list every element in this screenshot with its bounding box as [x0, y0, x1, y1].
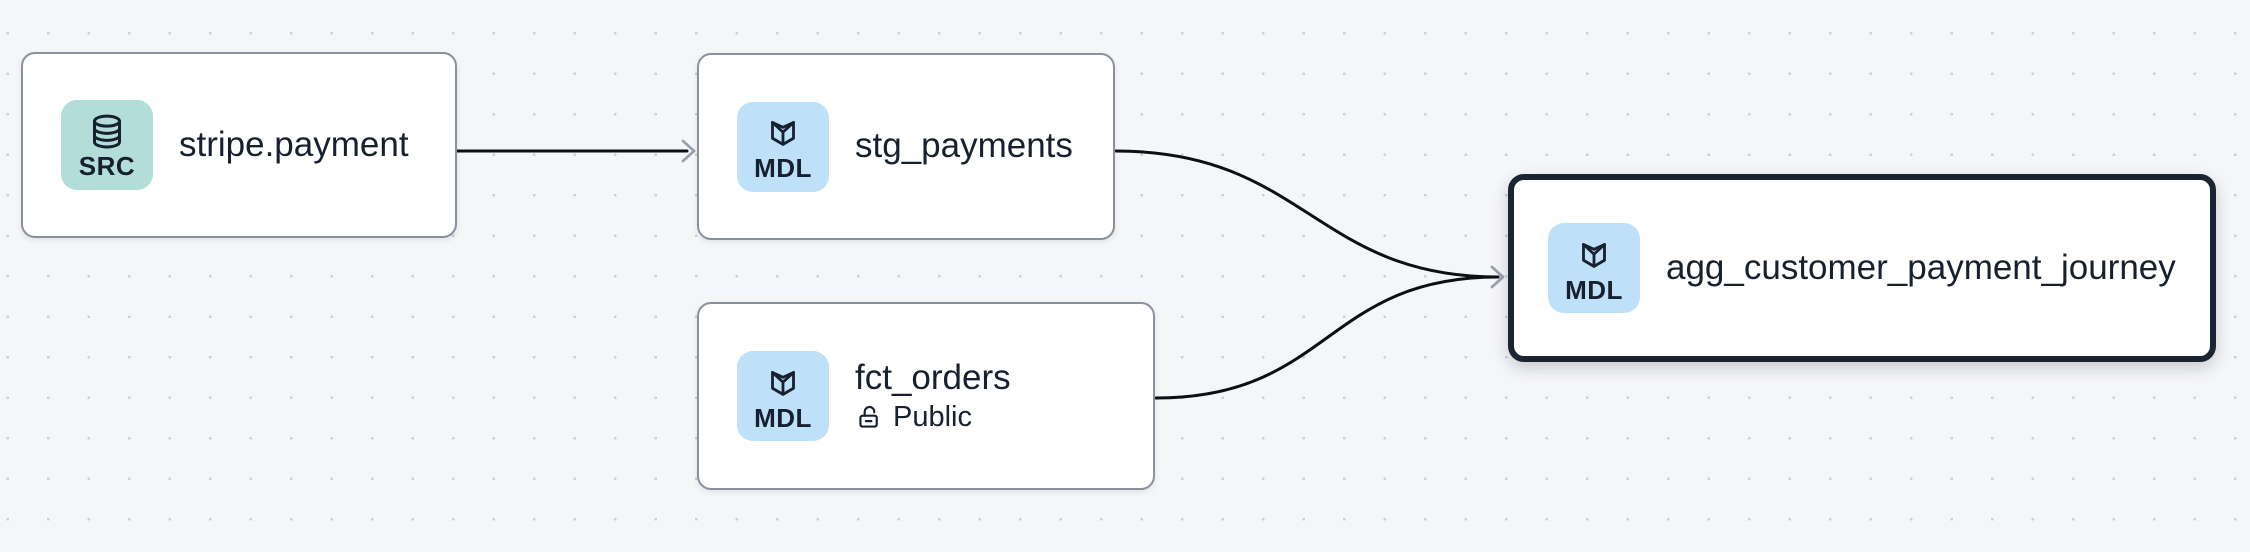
visibility-row: Public: [855, 403, 1011, 432]
edge-stg-payments-to-agg-customer-payment-journey[interactable]: [1114, 149, 1500, 279]
badge-label: SRC: [78, 150, 136, 181]
badge-label: MDL: [754, 402, 812, 433]
database-icon: [93, 114, 121, 148]
model-badge: MDL: [737, 351, 829, 441]
node-title: fct_orders: [855, 357, 1011, 397]
node-fct-orders[interactable]: MDL fct_orders Public: [697, 302, 1155, 490]
model-badge: MDL: [1548, 223, 1640, 313]
cube-icon: [1582, 242, 1606, 268]
node-stg-payments[interactable]: MDL stg_payments: [697, 53, 1115, 240]
lock-open-icon: [859, 406, 878, 429]
node-title: agg_customer_payment_journey: [1666, 247, 2176, 287]
node-title: stripe.payment: [179, 124, 409, 164]
visibility-label: Public: [893, 401, 972, 434]
model-badge: MDL: [737, 101, 829, 192]
source-badge: SRC: [61, 100, 153, 190]
node-stripe-payment[interactable]: SRC stripe.payment: [21, 52, 457, 238]
node-title: stg_payments: [855, 126, 1073, 166]
badge-label: MDL: [1565, 274, 1623, 305]
cube-icon: [771, 370, 795, 396]
edge-fct-orders-to-agg-customer-payment-journey[interactable]: [1154, 275, 1500, 400]
cube-icon: [771, 121, 795, 146]
badge-label: MDL: [754, 153, 812, 183]
node-agg-customer-payment-journey[interactable]: MDL agg_customer_payment_journey: [1508, 174, 2216, 362]
